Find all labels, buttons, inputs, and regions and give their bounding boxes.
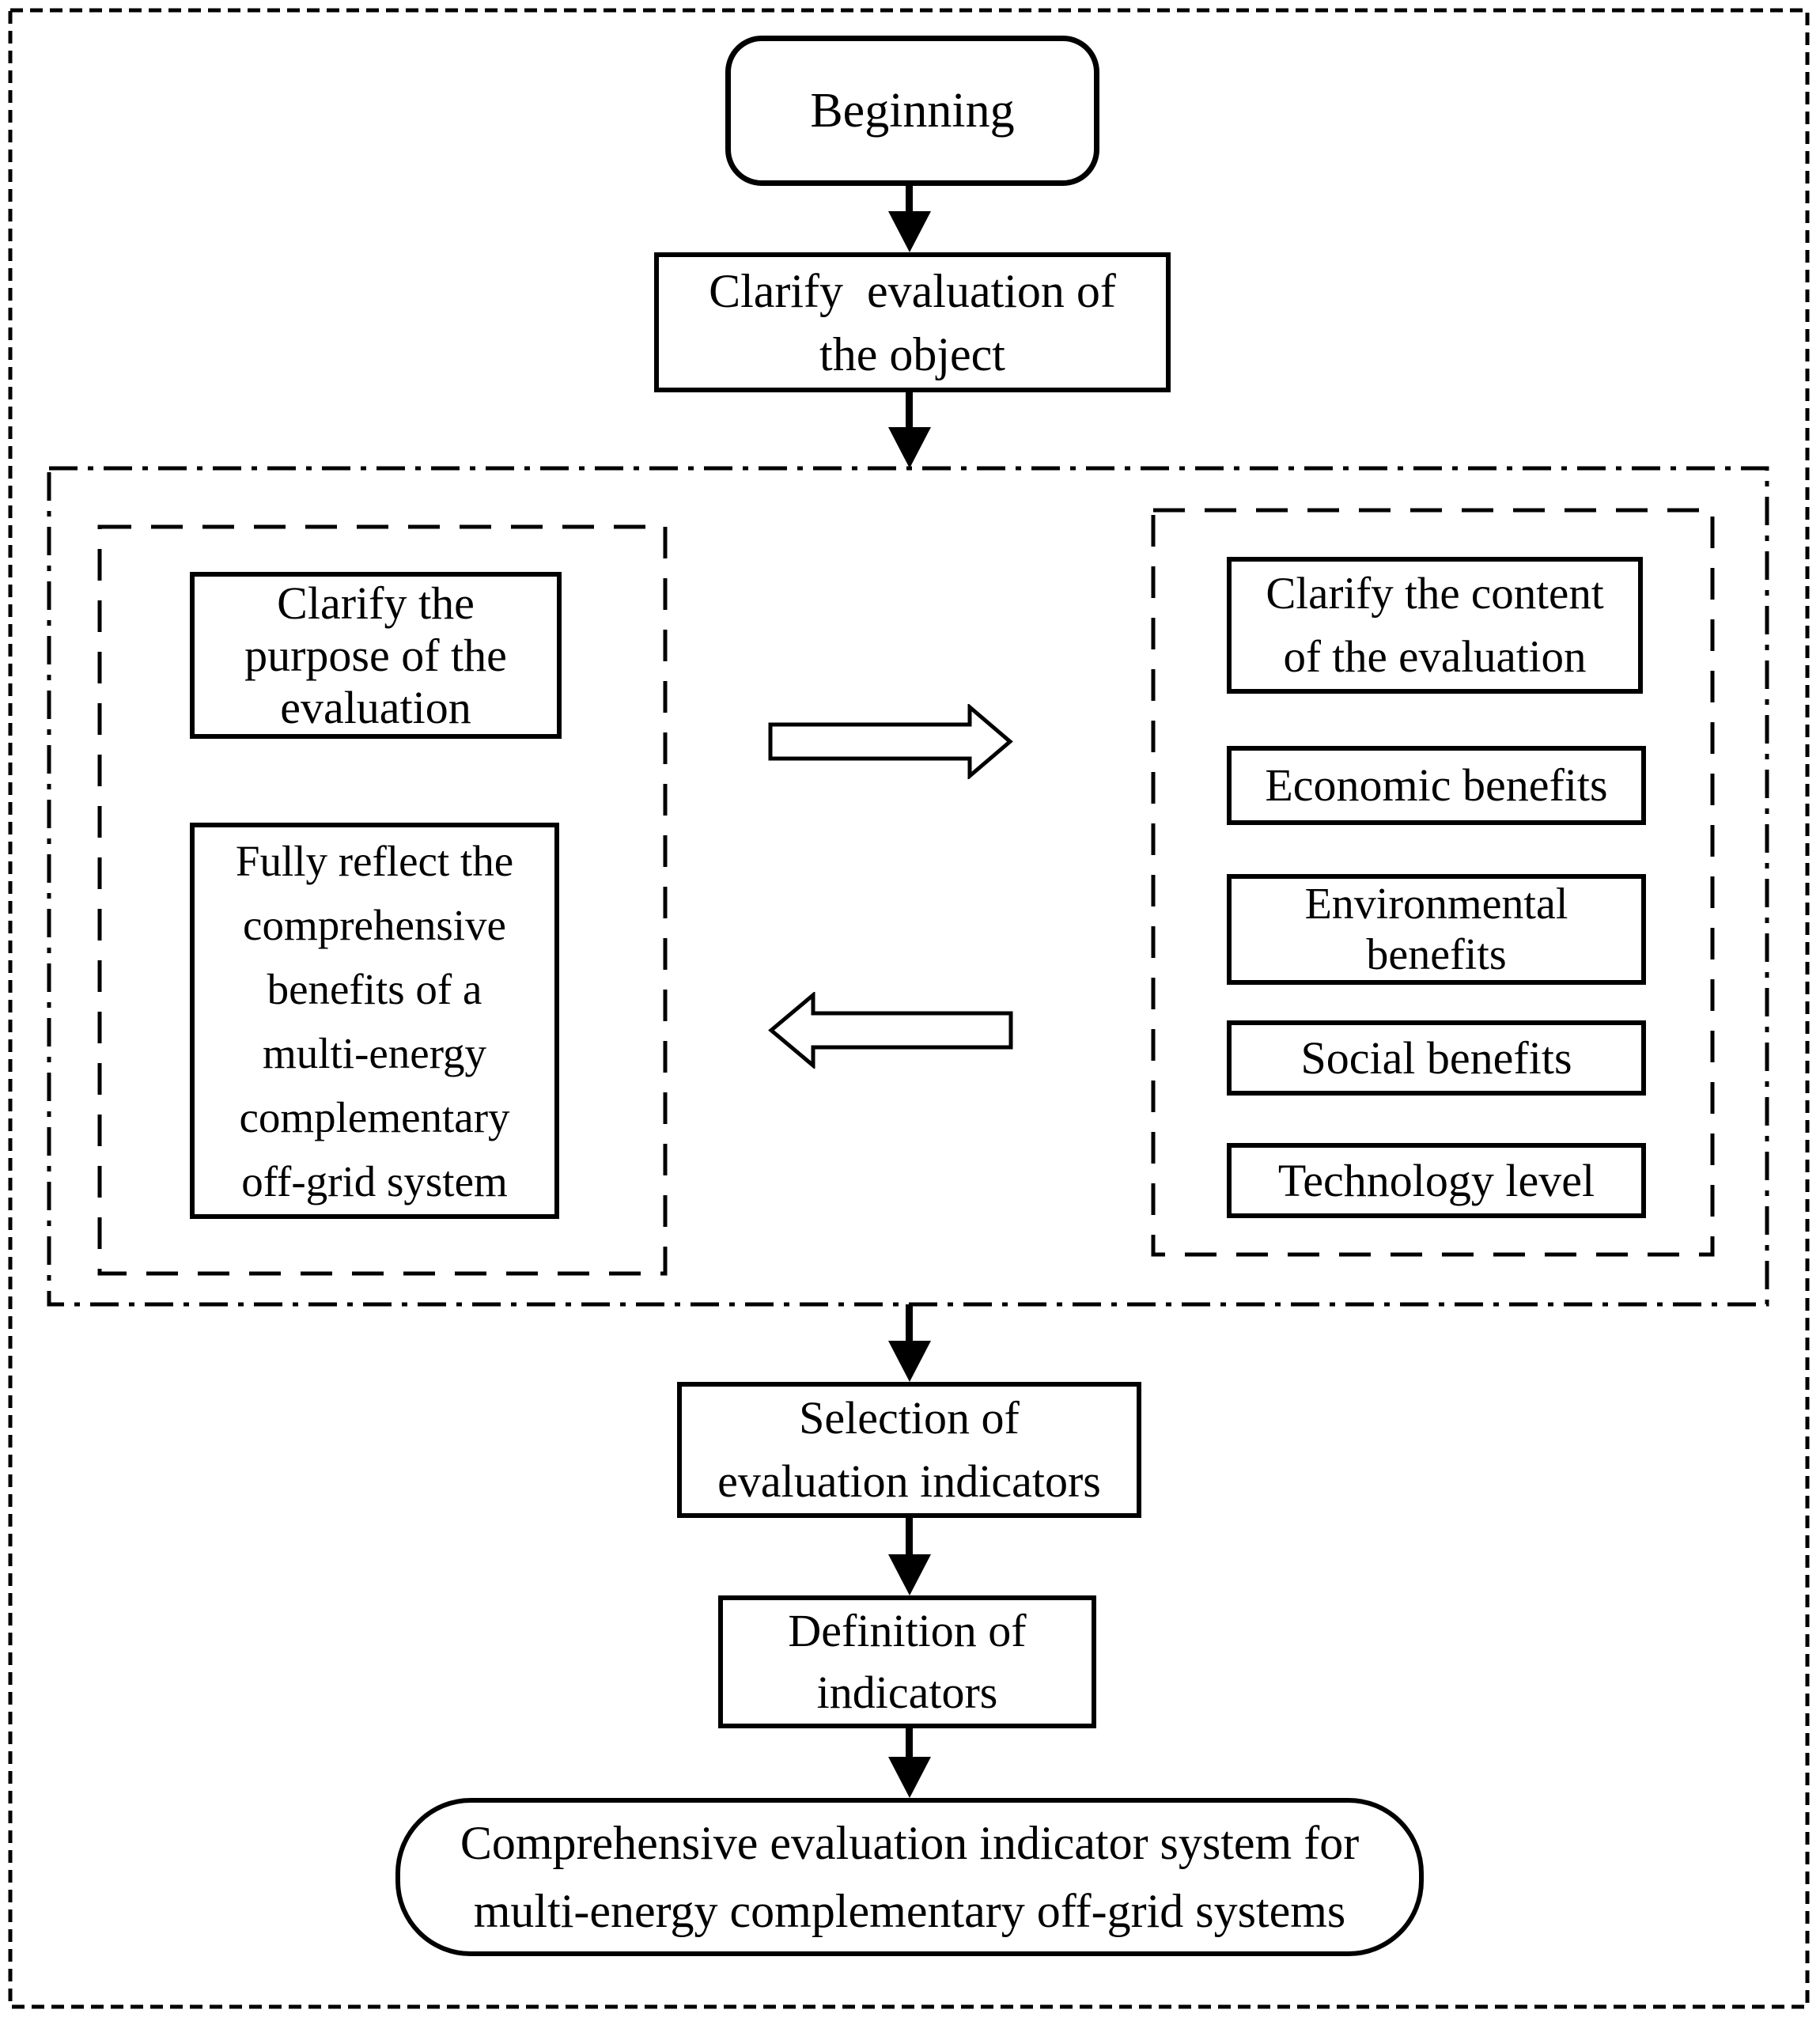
arrow-head-icon (888, 1757, 931, 1798)
node-beginning: Beginning (725, 36, 1099, 186)
arrow-shaft (906, 1728, 913, 1757)
node-environmental-benefits: Environmental benefits (1227, 874, 1646, 985)
node-clarify-content: Clarify the content of the evaluation (1227, 557, 1643, 694)
arrow-shaft (906, 186, 913, 211)
node-final-system: Comprehensive evaluation indicator syste… (395, 1798, 1424, 1956)
flow-arrow-4 (888, 1518, 931, 1595)
arrow-shaft (906, 1304, 913, 1341)
node-fully-reflect: Fully reflect the comprehensive benefits… (190, 823, 559, 1219)
node-technology-level: Technology level (1227, 1143, 1646, 1218)
block-arrow-left-icon (768, 992, 1013, 1069)
node-definition-indicators: Definition of indicators (718, 1595, 1096, 1728)
node-economic-benefits: Economic benefits (1227, 746, 1646, 825)
flow-arrow-1 (888, 186, 931, 252)
arrow-head-icon (888, 1554, 931, 1595)
flow-arrow-2 (888, 392, 931, 468)
node-social-benefits: Social benefits (1227, 1020, 1646, 1096)
arrow-shaft (906, 392, 913, 427)
arrow-head-icon (888, 211, 931, 252)
flow-arrow-5 (888, 1728, 931, 1798)
node-clarify-object: Clarify evaluation of the object (654, 252, 1171, 392)
flow-arrow-3 (888, 1304, 931, 1382)
block-arrow-right-shape (768, 704, 1013, 779)
node-purpose: Clarify the purpose of the evaluation (190, 572, 562, 739)
arrow-shaft (906, 1518, 913, 1554)
node-selection-indicators: Selection of evaluation indicators (677, 1382, 1141, 1518)
block-arrow-right-icon (768, 704, 1013, 779)
block-arrow-left-shape (768, 992, 1013, 1069)
arrow-head-icon (888, 427, 931, 468)
arrow-head-icon (888, 1341, 931, 1382)
